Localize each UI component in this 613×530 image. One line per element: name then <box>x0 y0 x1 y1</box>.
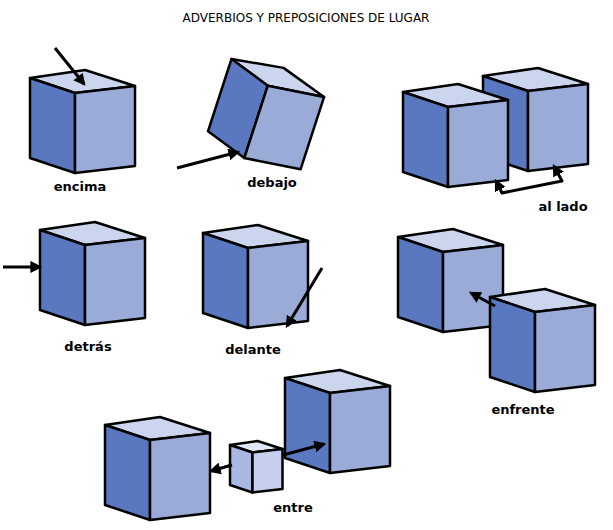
pointer-arrow <box>496 166 562 193</box>
cube-shape <box>398 229 503 332</box>
pointer-arrow <box>283 444 324 455</box>
cube-shape <box>30 70 135 173</box>
cube-face <box>203 233 248 328</box>
cube-face <box>398 237 443 332</box>
cube-shape <box>40 222 145 325</box>
cube-face <box>285 378 330 473</box>
pointer-arrow <box>55 48 84 84</box>
cube-face <box>248 241 308 328</box>
cube-face <box>403 92 448 187</box>
place-word: enfrente <box>491 402 554 417</box>
cube-face <box>330 386 390 473</box>
cube-shape <box>105 417 210 520</box>
cube-face <box>528 84 588 171</box>
cube-face <box>253 449 283 493</box>
cube-face <box>535 305 595 392</box>
cube-face <box>30 78 75 173</box>
cube-face <box>244 79 324 175</box>
cube-shape <box>403 84 508 187</box>
cube-face <box>105 425 150 520</box>
pointer-arrow <box>177 152 238 168</box>
pointer-arrow <box>3 266 40 269</box>
place-word: delante <box>225 342 281 357</box>
pointer-arrow <box>471 293 495 306</box>
diagram-title: ADVERBIOS Y PREPOSICIONES DE LUGAR <box>183 11 430 25</box>
cube-face <box>85 238 145 325</box>
place-word: entre <box>273 500 313 515</box>
cube-face <box>490 297 535 392</box>
cube-face <box>448 100 508 187</box>
cube-shape <box>230 441 283 493</box>
place-word: debajo <box>247 175 297 190</box>
cube-shape <box>203 225 308 328</box>
cube-shape <box>285 370 390 473</box>
cube-face <box>75 86 135 173</box>
pointer-arrow <box>211 465 232 471</box>
place-word: detrás <box>64 339 111 354</box>
place-word: encima <box>54 179 107 194</box>
cube-shape <box>490 289 595 392</box>
cube-face <box>230 445 253 493</box>
cube-face <box>150 433 210 520</box>
pointer-arrow <box>287 268 322 326</box>
place-word: al lado <box>538 199 587 214</box>
cube-face <box>40 230 85 325</box>
